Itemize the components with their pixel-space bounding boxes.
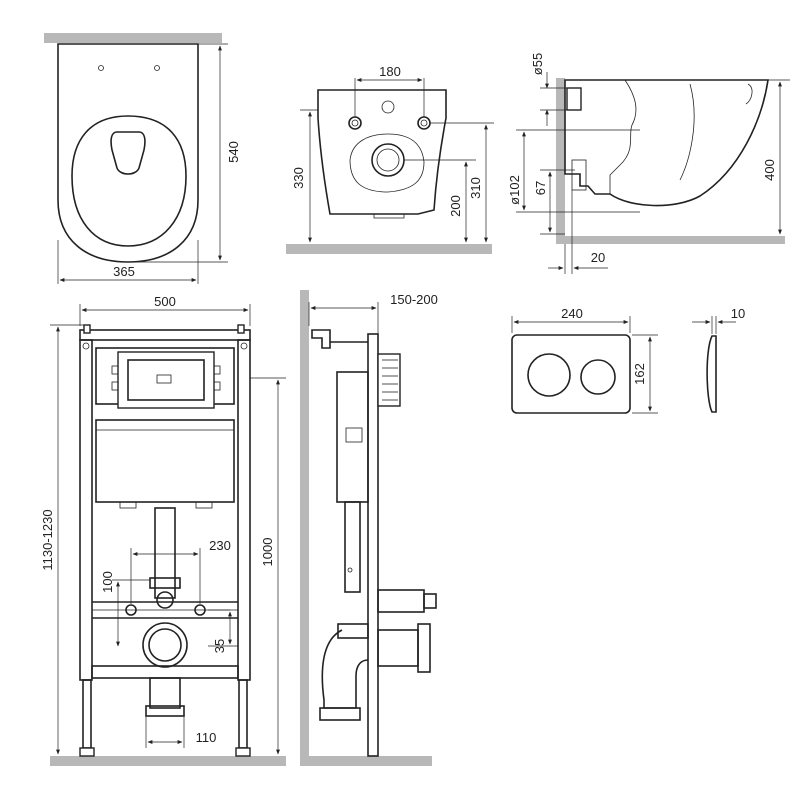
front-height-label: 330 xyxy=(291,167,306,189)
front-outlet-height-label: 200 xyxy=(448,195,463,217)
half-flush-button xyxy=(580,359,616,395)
waste-pipe xyxy=(149,677,181,709)
waste-bend-foot xyxy=(319,707,361,721)
waste-outlet-ring xyxy=(142,622,188,668)
outlet-offset-label: 67 xyxy=(533,181,548,195)
flush-plate-side: 10 xyxy=(692,306,745,413)
frame-front-view: 500 1130-1230 1000 230 100 35 110 xyxy=(40,294,286,766)
bowl-top-view: 540 365 xyxy=(44,33,241,284)
plate-height-label: 162 xyxy=(632,363,647,385)
side-inner-contour xyxy=(609,79,637,194)
outlet-foot xyxy=(373,214,405,219)
bolt-hole-left xyxy=(348,116,362,130)
cistern xyxy=(95,419,235,503)
side-flush-pipe xyxy=(344,501,361,593)
bowl-width-label: 365 xyxy=(113,264,135,279)
frame-right-leg xyxy=(238,679,248,749)
top-inlet xyxy=(381,100,395,114)
floor-hatch xyxy=(286,244,492,254)
flush-plate-front: 240 162 xyxy=(511,306,658,414)
outlet-diameter-label: ø102 xyxy=(507,175,522,205)
flush-opening xyxy=(127,359,205,401)
bolt-left xyxy=(125,604,137,616)
flush-plate xyxy=(511,334,631,414)
bowl-length-label: 540 xyxy=(226,141,241,163)
bowl-outline xyxy=(57,43,199,263)
waste-connector xyxy=(377,629,419,667)
bowl-side-view: ø55 ø102 67 400 20 xyxy=(507,53,790,274)
bowl-front-view: 180 330 200 310 xyxy=(286,64,494,254)
wall-gap-label: 20 xyxy=(591,250,605,265)
bowl-opening xyxy=(110,131,146,175)
frame-left-post xyxy=(79,339,93,681)
flush-pipe-collar xyxy=(149,577,181,589)
plate-width-label: 240 xyxy=(561,306,583,321)
front-outline xyxy=(317,89,447,215)
wall-hatch xyxy=(44,33,222,43)
floor-hatch xyxy=(50,756,286,766)
flush-opening-frame xyxy=(117,351,215,409)
frame-top-rail xyxy=(79,329,251,341)
bolt-right xyxy=(194,604,206,616)
flush-plate-box xyxy=(377,353,401,407)
front-pitch-label: 180 xyxy=(379,64,401,79)
front-inlet-height-label: 310 xyxy=(468,177,483,199)
top-tab xyxy=(237,324,245,334)
flush-pipe xyxy=(154,507,176,599)
wall-bracket xyxy=(311,329,331,349)
seat-hole xyxy=(154,65,160,71)
water-inlet xyxy=(566,87,582,111)
cistern-side xyxy=(336,371,369,503)
side-flush-connector-end xyxy=(423,593,437,609)
inlet-diameter-label: ø55 xyxy=(530,53,545,75)
rim-detail xyxy=(745,83,753,105)
bolt-hole-right xyxy=(417,116,431,130)
waste-outlet xyxy=(148,628,182,662)
plate-thickness-label: 10 xyxy=(731,306,745,321)
waste-bend-collar xyxy=(337,623,369,639)
bolt-drop-label: 100 xyxy=(100,571,115,593)
frame-right-post xyxy=(237,339,251,681)
frame-height-range-label: 1130-1230 xyxy=(40,509,55,570)
top-tab xyxy=(83,324,91,334)
seat-ring xyxy=(71,115,187,247)
frame-depth-label: 150-200 xyxy=(390,292,438,307)
outlet-housing xyxy=(349,133,425,193)
frame-left-leg xyxy=(82,679,92,749)
flush-outlet xyxy=(156,591,174,609)
frame-width-label: 500 xyxy=(154,294,176,309)
outlet-pipe xyxy=(571,159,587,191)
waste-connector-flange xyxy=(417,623,431,673)
full-flush-button xyxy=(527,353,571,397)
foot-width-label: 110 xyxy=(196,730,217,745)
frame-side-view: 150-200 xyxy=(300,290,438,766)
side-height-label: 400 xyxy=(762,159,777,181)
floor-hatch xyxy=(565,236,785,244)
waste-bend xyxy=(321,629,369,709)
frame-height-label: 1000 xyxy=(260,538,275,567)
frame-side-post xyxy=(367,333,379,757)
rim-contour xyxy=(679,83,695,181)
waste-pipe-collar xyxy=(145,705,185,717)
side-bowl-outline xyxy=(564,79,769,207)
wall-hatch xyxy=(556,78,565,244)
bolt-pitch-label: 230 xyxy=(209,538,231,553)
wall-hatch xyxy=(300,290,309,756)
outlet-offset-label: 35 xyxy=(212,639,227,653)
seat-hole xyxy=(98,65,104,71)
floor-hatch xyxy=(300,756,432,766)
side-flush-connector xyxy=(377,589,425,613)
plate-profile xyxy=(706,335,717,413)
